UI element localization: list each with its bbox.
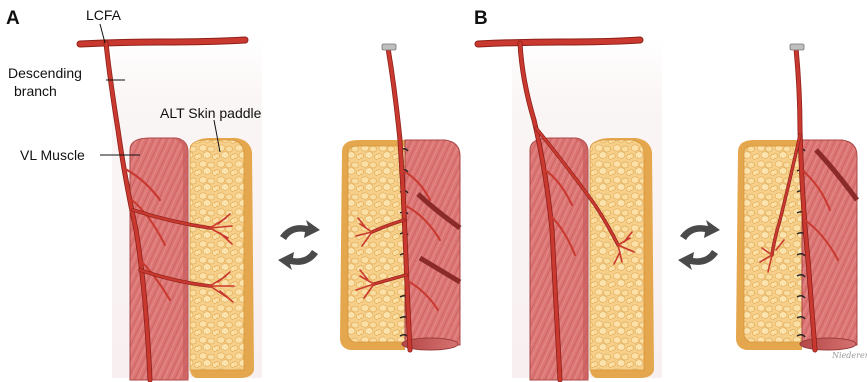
label-lcfa: LCFA (86, 7, 122, 23)
alt-skin-paddle-a-folded (340, 140, 405, 350)
swap-arrows-icon-b (678, 220, 720, 270)
artist-signature: Niederer (831, 351, 867, 360)
label-descending-line2: branch (14, 83, 57, 99)
panel-b: B (474, 8, 662, 380)
swap-arrows-icon-a (278, 220, 320, 270)
vessel-clip-icon-b (790, 44, 804, 50)
alt-skin-paddle-b (590, 138, 654, 378)
panel-a-folded (340, 44, 460, 350)
vessel-clip-icon (382, 44, 396, 50)
label-vl-muscle: VL Muscle (20, 147, 85, 163)
alt-skin-paddle-a (190, 138, 254, 378)
panel-label-b: B (474, 8, 488, 29)
panel-label-a: A (6, 8, 20, 29)
label-descending-line1: Descending (8, 65, 82, 81)
panel-b-folded: Niederer (736, 44, 867, 360)
panel-a: A (6, 7, 262, 380)
label-alt-skin-paddle: ALT Skin paddle (160, 105, 262, 121)
